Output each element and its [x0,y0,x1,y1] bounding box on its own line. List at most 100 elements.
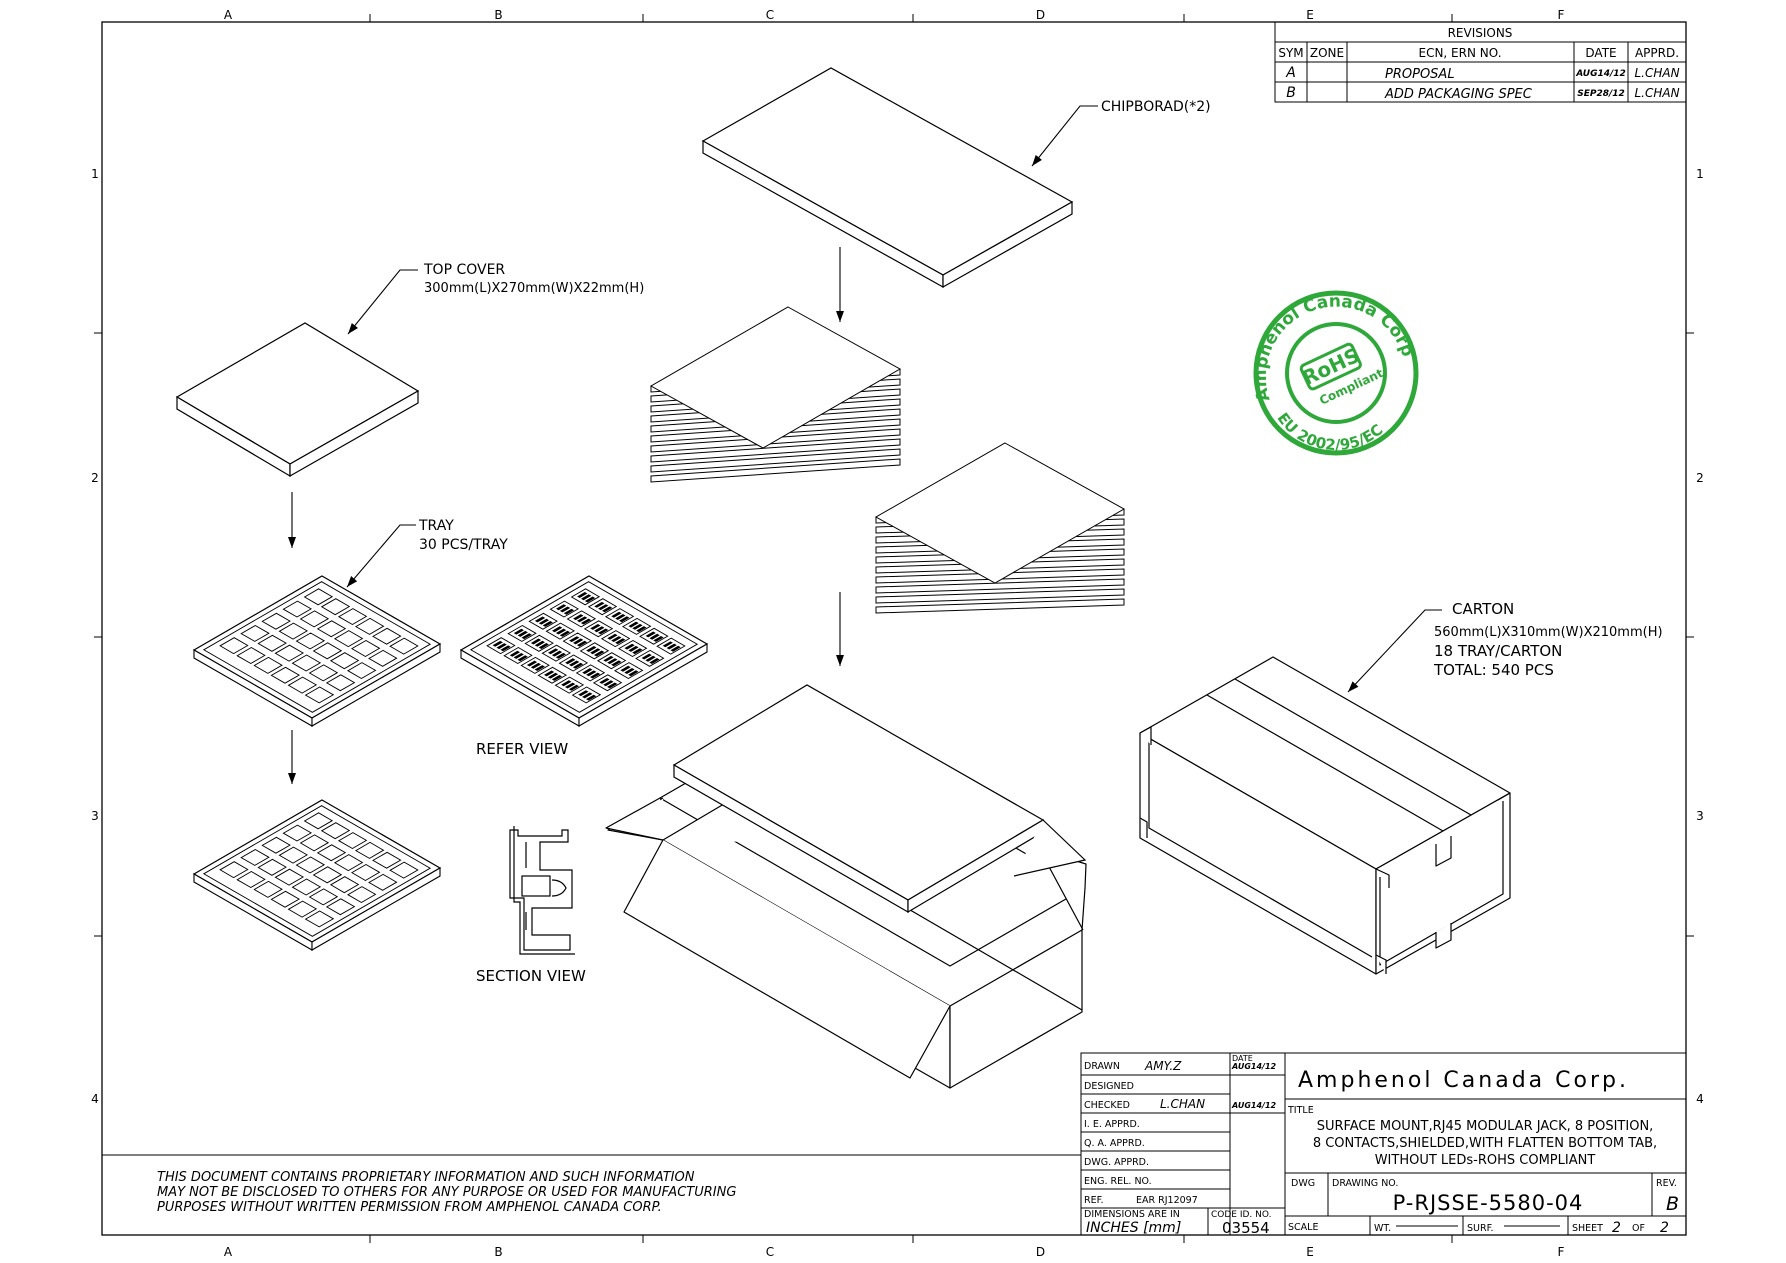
zone-col-label-bottom: C [766,1245,774,1259]
rohs-stamp-rings [1253,290,1419,456]
rev-label: REV. [1656,1178,1677,1189]
zone-col-label-bottom: E [1306,1245,1314,1259]
zone-col-label-bottom: F [1558,1245,1565,1259]
zone-col-label-top: A [224,8,233,22]
rev-row-b-apprd: L.CHAN [1634,86,1679,100]
rev-row-b-date: SEP28/12 [1577,89,1625,99]
zone-row-label-right: 3 [1696,809,1704,823]
dims-label: DIMENSIONS ARE IN [1084,1209,1180,1220]
chipboard-illustration [701,67,1074,289]
tray-stack-left [649,306,902,483]
code-label: CODE ID. NO. [1211,1210,1271,1220]
zone-row-label-right: 4 [1696,1092,1704,1106]
zone-row-label-right: 2 [1696,471,1704,485]
rev-row-a-sym: A [1285,65,1296,81]
top-cover-leader [288,269,418,784]
title-line-1: SURFACE MOUNT,RJ45 MODULAR JACK, 8 POSIT… [1317,1119,1654,1134]
zone-row-label-left: 1 [91,167,99,181]
zone-col-label-top: D [1036,8,1045,22]
checked-by: L.CHAN [1160,1097,1205,1111]
top-cover-title: TOP COVER [423,262,505,278]
rev-header-sym: SYM [1278,46,1303,60]
rev-row-b-ecn: ADD PACKAGING SPEC [1384,87,1533,102]
carton-dims: 560mm(L)X310mm(W)X210mm(H) [1434,625,1663,640]
company-name: Amphenol Canada Corp. [1298,1068,1629,1093]
checked-date: AUG14/12 [1231,1101,1277,1110]
tray-qty: 30 PCS/TRAY [419,537,508,553]
tray-refer-view-illustration [459,575,709,727]
rev-header-ecn: ECN, ERN NO. [1418,46,1501,60]
zone-row-label-left: 2 [91,471,99,485]
zone-col-label-bottom: A [224,1245,233,1259]
top-cover-illustration [175,322,420,478]
title-label: TITLE [1287,1105,1314,1116]
carton-total: TOTAL: 540 PCS [1433,661,1554,679]
dwg-appr-label: DWG. APPRD. [1084,1157,1149,1168]
revisions-table [1274,21,1687,103]
drawing-number: P-RJSSE-5580-04 [1393,1191,1584,1215]
disclaimer-line-3: PURPOSES WITHOUT WRITTEN PERMISSION FROM… [157,1200,662,1215]
disclaimer-line-1: THIS DOCUMENT CONTAINS PROPRIETARY INFOR… [157,1170,695,1185]
rev-header-date: DATE [1585,46,1616,60]
border-frame [94,14,1694,1243]
drawn-label: DRAWN [1084,1061,1120,1072]
tray-bottom-illustration [192,799,442,951]
drawn-by: AMY.Z [1144,1059,1182,1073]
rohs-stamp: Amphenol Canada Corp EU 2002/95/EC RoHS … [1251,290,1419,456]
code-value: 03554 [1222,1219,1270,1237]
sheet-total: 2 [1660,1220,1669,1236]
units-value: INCHES [mm] [1086,1220,1181,1236]
box-lid-illustration [672,684,1087,914]
title-block-grid [1080,1052,1687,1236]
wt-label: WT. [1374,1223,1391,1234]
ref-value: EAR RJ12097 [1136,1195,1198,1206]
tray-leader [346,524,416,588]
ref-label: REF. [1084,1195,1104,1206]
eng-label: ENG. REL. NO. [1084,1176,1152,1187]
rev-row-b-sym: B [1286,85,1296,101]
of-label: OF [1632,1223,1645,1234]
title-line-2: 8 CONTACTS,SHIELDED,WITH FLATTEN BOTTOM … [1313,1136,1657,1151]
rev-header-zone: ZONE [1310,46,1344,60]
revisions-title: REVISIONS [1448,26,1513,40]
chipboard-label: CHIPBORAD(*2) [1101,99,1211,115]
checked-label: CHECKED [1084,1100,1130,1111]
carton-qty: 18 TRAY/CARTON [1434,642,1562,660]
top-cover-dims: 300mm(L)X270mm(W)X22mm(H) [424,281,644,296]
drawn-date: AUG14/12 [1231,1062,1277,1071]
zone-row-label-left: 4 [91,1092,99,1106]
tray-title: TRAY [418,518,454,534]
section-view-label: SECTION VIEW [476,967,586,985]
scale-label: SCALE [1288,1222,1318,1233]
sheet-number: 2 [1612,1220,1621,1236]
surf-label: SURF. [1467,1223,1494,1234]
carton-illustration [1139,656,1511,975]
drawing-no-label: DRAWING NO. [1332,1178,1398,1189]
stamp-center-box [1299,342,1362,391]
carton-leader [1347,609,1442,693]
zone-col-label-top: C [766,8,774,22]
carton-title: CARTON [1452,600,1514,618]
rev-row-a-ecn: PROPOSAL [1385,67,1455,82]
zone-col-label-top: E [1306,8,1314,22]
rev-row-a-date: AUG14/12 [1575,69,1626,79]
date-label: DATE [1232,1054,1253,1063]
disclaimer-line-2: MAY NOT BE DISCLOSED TO OTHERS FOR ANY P… [157,1185,736,1200]
rev-header-apprd: APPRD. [1635,46,1679,60]
tray-stack-right [874,442,1126,614]
designed-label: DESIGNED [1084,1081,1134,1092]
section-view-illustration [509,826,575,955]
zone-col-label-bottom: B [494,1245,502,1259]
qa-label: Q. A. APPRD. [1084,1138,1145,1149]
chipboard-leader [836,105,1098,322]
zone-row-label-right: 1 [1696,167,1704,181]
tray-illustration [192,575,442,727]
rev-value: B [1666,1193,1679,1215]
disclaimer: THIS DOCUMENT CONTAINS PROPRIETARY INFOR… [102,1154,1081,1215]
refer-view-label: REFER VIEW [476,740,568,758]
sheet-label: SHEET [1572,1223,1603,1234]
zone-row-label-left: 3 [91,809,99,823]
zone-col-label-top: F [1558,8,1565,22]
